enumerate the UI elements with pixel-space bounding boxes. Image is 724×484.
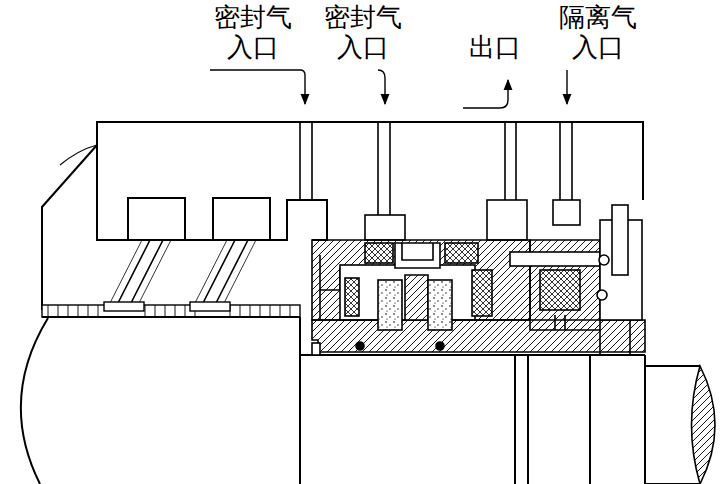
leader-arrow [210, 70, 305, 104]
shaft [21, 318, 48, 484]
gas-port [300, 122, 580, 240]
isolation-seal [555, 315, 565, 330]
isolation-seal [612, 205, 628, 275]
shaft [515, 355, 645, 484]
seal-housing [445, 243, 478, 263]
labyrinth-passage [110, 240, 256, 303]
rotating-sleeve [428, 280, 452, 330]
labyrinth-strip [42, 302, 300, 317]
housing [97, 122, 643, 200]
isolation-seal [599, 255, 609, 265]
housing [128, 198, 185, 240]
labyrinth-strip [104, 302, 144, 311]
rotating-sleeve [356, 342, 364, 350]
labyrinth-strip [42, 305, 300, 317]
seal-housing [365, 243, 393, 263]
labyrinth-strip [48, 305, 290, 317]
seal-housing [345, 278, 359, 316]
gas-port-label: 密封气 入口 [210, 2, 296, 62]
gas-port [505, 122, 516, 200]
labyrinth-passage [118, 240, 163, 303]
gas-port [300, 122, 312, 200]
gas-port [365, 215, 405, 240]
rotating-sleeve [436, 342, 444, 350]
seal-housing [402, 243, 433, 260]
gas-port [553, 200, 580, 225]
leader-arrow [566, 70, 567, 104]
housing [42, 145, 97, 310]
housing [60, 145, 97, 165]
rotating-sleeve [312, 343, 320, 355]
shaft [299, 317, 301, 484]
seal-housing [395, 243, 440, 268]
seal-housing [472, 270, 492, 316]
shaft [42, 316, 300, 318]
isolation-seal [600, 320, 630, 355]
labyrinth-passage [203, 240, 248, 303]
gas-port [487, 200, 527, 240]
isolation-seal [597, 290, 607, 300]
shaft [692, 366, 716, 484]
gas-port-label: 出口 [452, 32, 538, 62]
isolation-seal [510, 205, 642, 355]
gas-port [560, 122, 572, 200]
housing [213, 198, 270, 240]
gas-port-label: 密封气 入口 [320, 2, 406, 62]
gas-port [378, 122, 390, 215]
housing [97, 145, 327, 240]
gas-port-label: 隔离气 入口 [555, 2, 641, 62]
leader-arrow [210, 70, 567, 108]
isolation-seal [510, 252, 600, 266]
rotating-sleeve [378, 280, 402, 330]
leader-arrow [378, 70, 385, 104]
shaft [300, 354, 645, 356]
isolation-seal [540, 270, 580, 310]
labyrinth-passage [110, 240, 171, 303]
seal-housing [320, 255, 340, 320]
leader-arrow [463, 80, 508, 108]
labyrinth-passage [195, 240, 256, 303]
labyrinth-strip [190, 302, 230, 311]
